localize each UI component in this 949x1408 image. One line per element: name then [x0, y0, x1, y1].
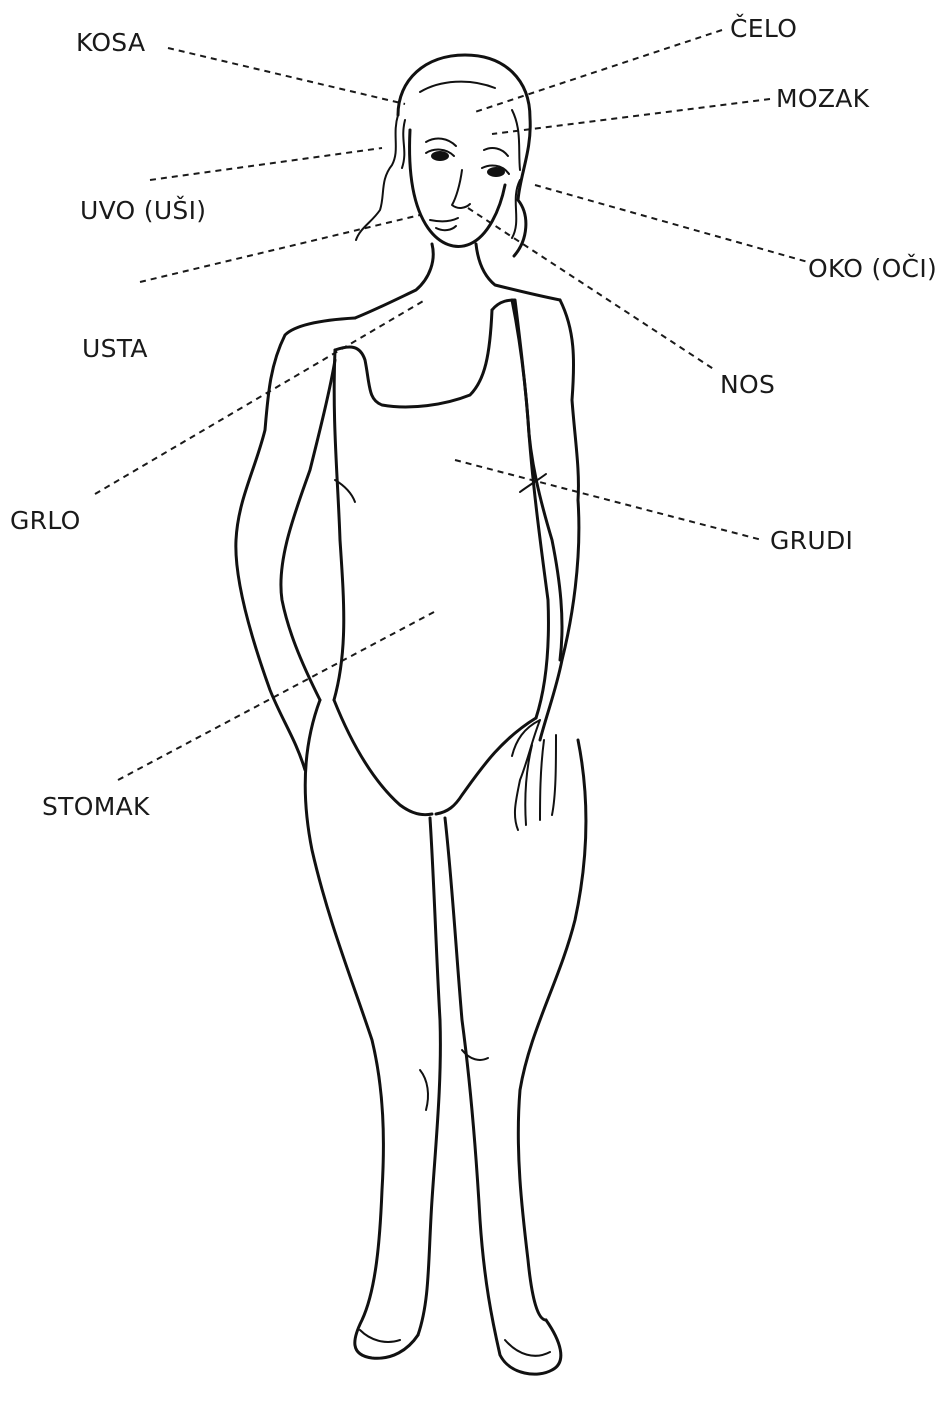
leg-opening-right	[436, 718, 536, 814]
leg-right-outer	[518, 740, 586, 1320]
hair-strands	[356, 82, 495, 240]
arm-left-inner	[281, 360, 335, 700]
mouth-line	[430, 218, 458, 230]
label-grudi: GRUDI	[770, 526, 853, 556]
label-nos: NOS	[720, 370, 775, 400]
swimsuit-strap-left	[335, 310, 492, 407]
label-uvo: UVO (UŠI)	[80, 196, 206, 226]
label-stomak: STOMAK	[42, 792, 150, 822]
brow-left	[426, 139, 456, 146]
torso-left	[334, 350, 344, 700]
leader-stomak	[118, 612, 434, 780]
hand-right	[512, 720, 556, 830]
hair-outline	[398, 55, 530, 256]
foot-left	[360, 1330, 400, 1342]
label-grlo: GRLO	[10, 506, 81, 536]
leader-uvo	[150, 148, 382, 180]
leader-mozak	[492, 99, 770, 134]
leader-oko	[535, 185, 808, 262]
leg-right-inner	[445, 818, 561, 1374]
label-oko: OKO (OČI)	[808, 254, 937, 284]
leader-grlo	[95, 300, 425, 494]
nose-line	[452, 170, 470, 208]
leg-opening-left	[334, 700, 432, 815]
knee-left	[420, 1070, 428, 1110]
hair-right-strands	[512, 110, 520, 238]
brow-right	[484, 148, 508, 156]
arm-left-outer	[236, 318, 355, 770]
neck-left	[355, 244, 433, 318]
label-kosa: KOSA	[76, 28, 145, 58]
leader-kosa	[168, 48, 405, 104]
label-mozak: MOZAK	[776, 84, 869, 114]
label-usta: USTA	[82, 334, 148, 364]
swimsuit-strap-right	[492, 300, 528, 420]
leg-left-inner	[418, 818, 440, 1335]
leg-left-outer	[305, 700, 418, 1358]
figure-outline	[236, 55, 586, 1374]
eye-left	[431, 151, 449, 161]
torso-right	[528, 420, 548, 718]
foot-right	[505, 1340, 550, 1356]
leader-grudi	[455, 460, 762, 540]
label-celo: ČELO	[730, 14, 797, 44]
